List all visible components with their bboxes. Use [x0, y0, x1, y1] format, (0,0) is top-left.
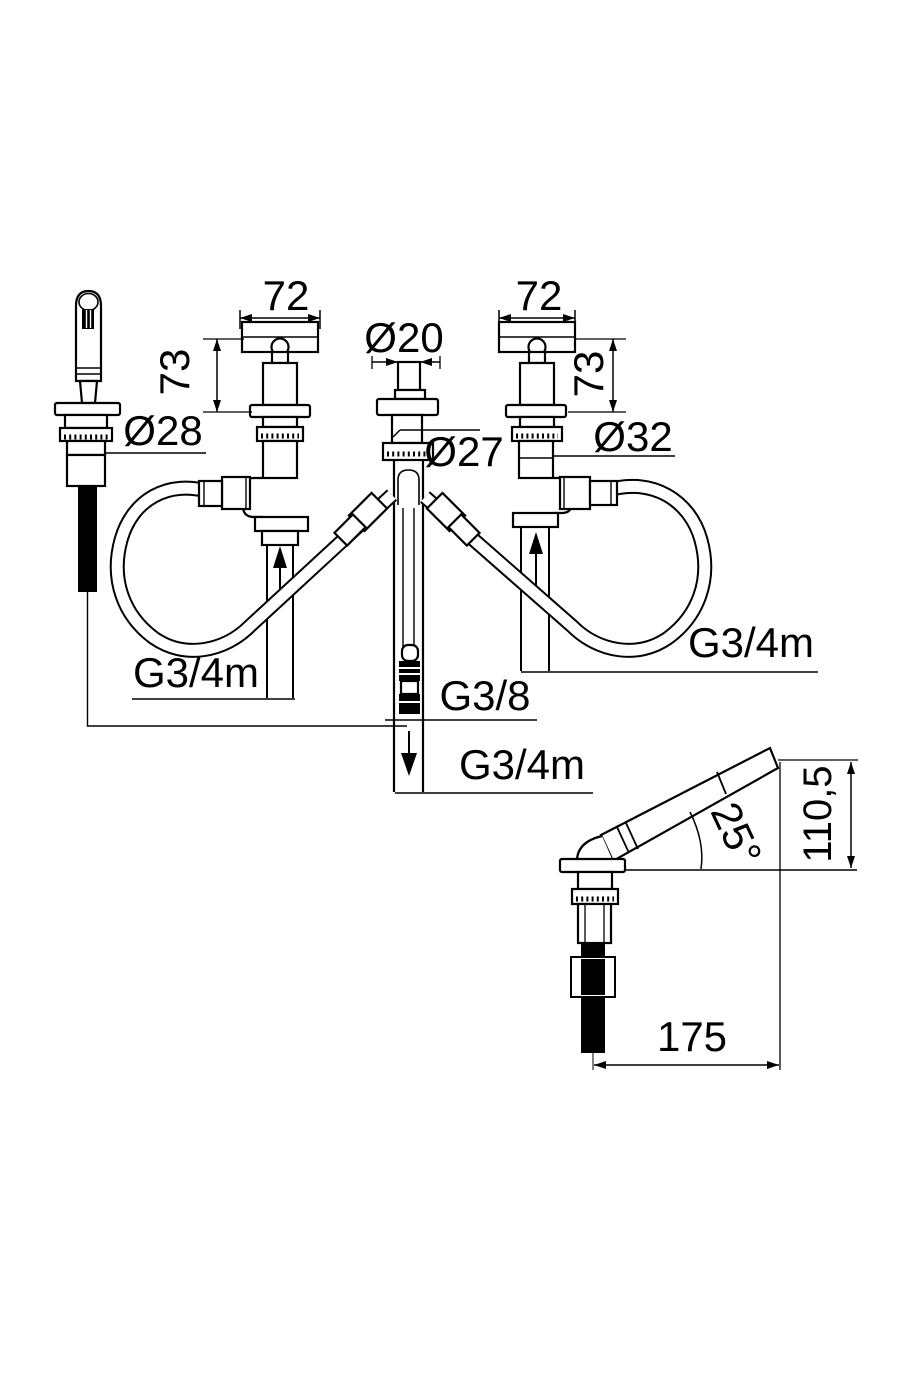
shower-hose [78, 486, 97, 592]
dia-label-32: Ø32 [593, 413, 673, 460]
dim-handle-height-left: 73 [151, 348, 198, 396]
center-union [375, 360, 440, 792]
spray-face [82, 309, 94, 329]
thread-label-bottom: G3/4m [458, 741, 586, 788]
right-hose [421, 480, 711, 656]
thread-label-left: G3/4m [132, 649, 260, 696]
hose-connectors [197, 475, 619, 548]
thread-label-right: G3/4m [687, 619, 815, 666]
dim-spout-reach: 175 [656, 1013, 728, 1060]
dia-label-28: Ø28 [123, 407, 203, 454]
connection-hoses [109, 478, 713, 658]
dim-handle-height-right: 73 [565, 350, 612, 398]
dia-label-20: Ø20 [364, 314, 444, 361]
g38-fitting [400, 643, 420, 663]
dim-handle-width-right: 72 [515, 272, 563, 319]
thread-label-center: G3/8 [439, 672, 531, 719]
spout-unit [558, 746, 780, 1070]
hand-shower [53, 289, 407, 727]
left-valve [240, 320, 320, 698]
left-hose [111, 482, 396, 656]
dia-label-27: Ø27 [424, 428, 504, 475]
dim-handle-width-left: 72 [262, 272, 310, 319]
dimension-lines [106, 310, 858, 1070]
flow-arrow-down [401, 753, 417, 776]
dim-spout-height: 110,5 [796, 765, 840, 863]
flow-arrow-up-right [529, 532, 543, 554]
flow-arrow-up-left [273, 546, 287, 568]
